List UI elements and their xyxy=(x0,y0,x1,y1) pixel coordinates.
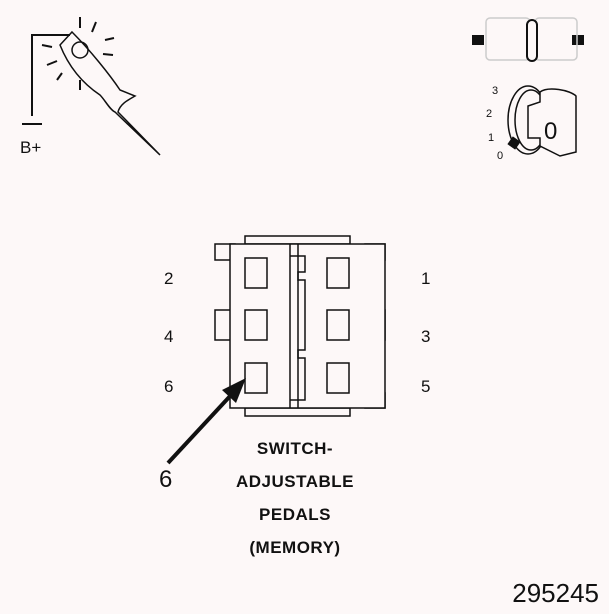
figure-number: 295245 xyxy=(512,578,599,608)
key-position-0: 0 xyxy=(497,150,503,162)
disconnected-connector-icon xyxy=(472,17,584,62)
callout-pin-number: 6 xyxy=(159,466,173,493)
connector-face xyxy=(214,235,386,417)
pin-label-3: 3 xyxy=(421,327,431,346)
key-position-2: 2 xyxy=(486,108,492,120)
title-line-3: PEDALS xyxy=(259,505,331,524)
ignition-key-icon xyxy=(507,85,577,157)
b-plus-label: B+ xyxy=(20,138,42,157)
pin-label-6: 6 xyxy=(164,377,174,396)
pin-label-5: 5 xyxy=(421,377,431,396)
pin-label-4: 4 xyxy=(164,327,174,346)
pin-label-2: 2 xyxy=(164,269,174,288)
connector-title: SWITCH- ADJUSTABLE PEDALS (MEMORY) xyxy=(200,432,390,564)
title-line-1: SWITCH- xyxy=(256,439,334,458)
title-line-2: ADJUSTABLE xyxy=(235,472,355,491)
pin-label-1: 1 xyxy=(421,269,431,288)
title-line-4: (MEMORY) xyxy=(249,538,341,557)
test-light-icon xyxy=(22,17,161,156)
key-position-1: 1 xyxy=(488,132,494,144)
key-label: 0 xyxy=(544,118,557,145)
pin-callout-arrow xyxy=(166,378,246,465)
key-position-3: 3 xyxy=(492,85,498,97)
